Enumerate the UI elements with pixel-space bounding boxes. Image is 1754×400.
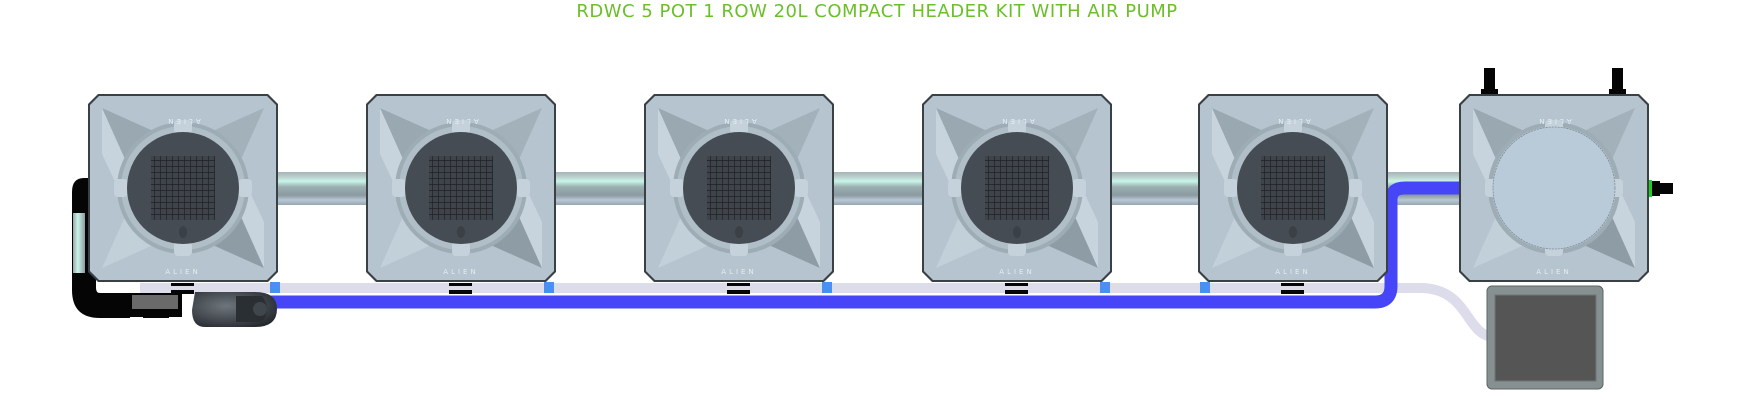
air-pump[interactable] (1486, 285, 1604, 390)
brand-label-top: ALIEN (1536, 117, 1571, 125)
pot-outlet-fittings (171, 283, 1304, 294)
grow-pot-1[interactable]: ALIEN ALIEN (88, 94, 278, 282)
net-pot-mesh-icon (1261, 156, 1325, 220)
brand-label-top: ALIEN (721, 117, 756, 125)
float-valve-antennas (1481, 68, 1626, 94)
brand-label-bottom: ALIEN (165, 268, 200, 276)
net-pot-mesh-icon (707, 156, 771, 220)
brand-label-bottom: ALIEN (999, 268, 1034, 276)
brain-inlet-connector (1649, 180, 1673, 197)
page-title: RDWC 5 POT 1 ROW 20L COMPACT HEADER KIT … (576, 1, 1178, 22)
return-elbow (72, 178, 130, 318)
brain-pot[interactable]: ALIEN ALIEN (1459, 94, 1649, 282)
ball-valve[interactable] (122, 293, 182, 318)
air-connectors (270, 282, 1210, 293)
brand-label-top: ALIEN (999, 117, 1034, 125)
brand-label-top: ALIEN (1275, 117, 1310, 125)
grow-pot-2[interactable]: ALIEN ALIEN (366, 94, 556, 282)
brand-label-top: ALIEN (443, 117, 478, 125)
grow-pot-4[interactable]: ALIEN ALIEN (922, 94, 1112, 282)
grow-pot-3[interactable]: ALIEN ALIEN (644, 94, 834, 282)
water-pump[interactable] (192, 292, 277, 327)
grow-pot-5[interactable]: ALIEN ALIEN (1198, 94, 1388, 282)
brand-label-bottom: ALIEN (1275, 268, 1310, 276)
net-pot-mesh-icon (151, 156, 215, 220)
net-pot-mesh-icon (429, 156, 493, 220)
water-return-tube (250, 181, 1462, 309)
brand-label-bottom: ALIEN (443, 268, 478, 276)
brain-lid (1492, 126, 1616, 250)
net-pot-mesh-icon (985, 156, 1049, 220)
brand-label-bottom: ALIEN (1536, 268, 1571, 276)
air-line-tube (140, 283, 1496, 342)
brand-label-top: ALIEN (165, 117, 200, 125)
brand-label-bottom: ALIEN (721, 268, 756, 276)
